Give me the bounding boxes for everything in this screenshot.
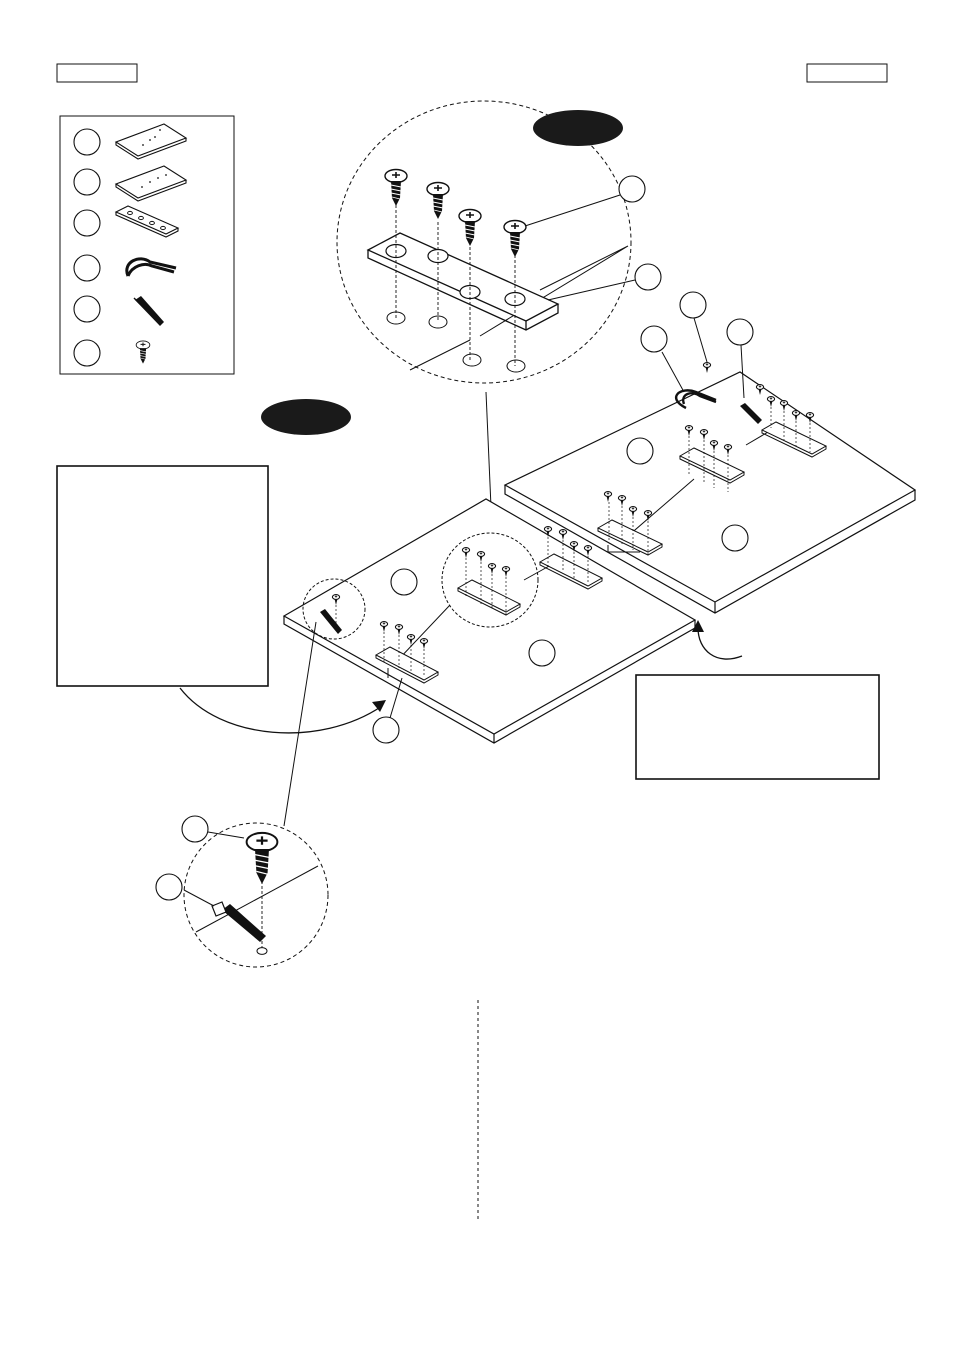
callout-right-panel-top (626, 437, 654, 465)
right-note-box (635, 674, 880, 780)
callout-right-cable (640, 325, 668, 353)
callout-detail-screw (618, 175, 646, 203)
parts-row-6 (73, 339, 151, 367)
left-note-arrow (179, 687, 383, 734)
wall-anchor-icon (133, 296, 164, 326)
left-anchor-zoom-ring (302, 578, 366, 640)
callout-bottom-anchor (155, 873, 183, 901)
parts-row-1 (73, 123, 188, 160)
part-number-circle (73, 254, 101, 282)
callout-left-plate (372, 716, 400, 744)
top-detail-view (336, 100, 662, 384)
callout-right-panel-bottom (721, 524, 749, 552)
parts-row-3 (73, 205, 180, 238)
part-number-circle (73, 168, 101, 196)
parts-list (59, 115, 235, 375)
panel-b-icon (114, 165, 188, 202)
callout-bottom-screw (181, 815, 209, 843)
right-anchor-icon (740, 403, 762, 424)
parts-row-2 (73, 165, 188, 202)
left-panel (282, 498, 697, 744)
panel-a-icon (114, 123, 188, 160)
left-anchor-icon (320, 609, 342, 634)
bottom-detail-view (155, 621, 329, 968)
detail-connector-plate (366, 232, 560, 331)
cable-tie-icon (125, 257, 177, 277)
connector-plate-icon (114, 205, 180, 238)
callout-left-panel-top (390, 568, 418, 596)
header-right-box (806, 63, 888, 83)
right-cable-tie-icon (674, 389, 717, 410)
right-panel (503, 291, 917, 614)
left-note-box (56, 465, 269, 687)
left-plate-1 (374, 646, 440, 684)
callout-right-screw (679, 291, 707, 319)
part-number-circle (73, 128, 101, 156)
callout-detail-plate (634, 263, 662, 291)
top-detail-badge (533, 110, 623, 146)
left-plate-3 (538, 553, 604, 590)
left-badge (261, 399, 351, 435)
parts-row-5 (73, 295, 164, 326)
parts-row-4 (73, 254, 177, 282)
left-plate-zoom-ring (441, 532, 539, 628)
part-number-circle (73, 339, 101, 367)
callout-left-panel-bottom (528, 639, 556, 667)
header-left-box (56, 63, 138, 83)
right-note-arrow (697, 627, 743, 660)
callout-right-anchor (726, 318, 754, 346)
bottom-detail-anchor (211, 901, 266, 942)
part-number-circle (73, 209, 101, 237)
part-number-circle (73, 295, 101, 323)
